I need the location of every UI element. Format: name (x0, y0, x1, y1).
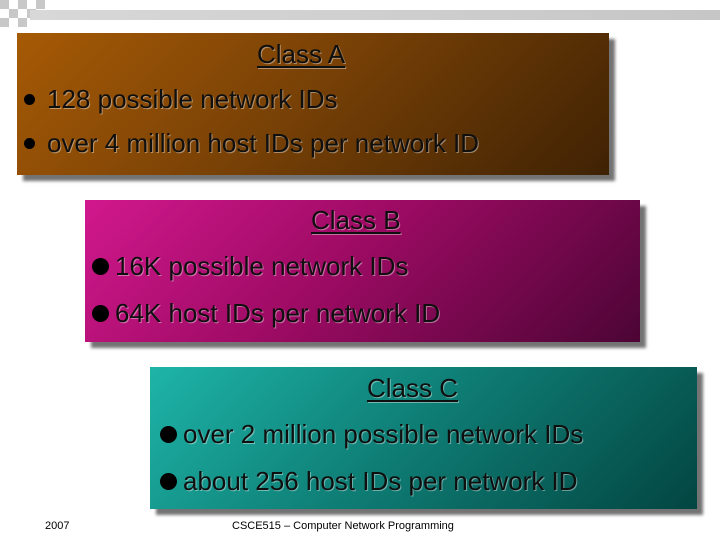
class-b-bullet-2: 64K host IDs per network ID (92, 298, 440, 329)
bullet-icon (92, 305, 109, 322)
bullet-icon (160, 426, 177, 443)
bullet-icon (24, 138, 35, 149)
bullet-text: about 256 host IDs per network ID (183, 466, 578, 496)
bullet-icon (24, 94, 35, 105)
class-c-title: Class C (367, 373, 459, 403)
class-a-bullet-2: over 4 million host IDs per network ID (24, 128, 479, 159)
bullet-text: over 4 million host IDs per network ID (47, 128, 480, 158)
bullet-text: 16K possible network IDs (115, 251, 409, 281)
bullet-icon (160, 473, 177, 490)
bullet-text: 128 possible network IDs (47, 84, 338, 114)
bullet-icon (92, 258, 109, 275)
class-a-title: Class A (257, 39, 346, 69)
class-a-bullet-1: 128 possible network IDs (24, 84, 337, 115)
bullet-text: over 2 million possible network IDs (183, 419, 584, 449)
class-c-bullet-1: over 2 million possible network IDs (160, 419, 583, 450)
class-a-box (17, 33, 609, 175)
header-bar (30, 10, 720, 20)
footer-course: CSCE515 – Computer Network Programming (232, 520, 454, 532)
class-b-box (85, 200, 640, 342)
footer-year: 2007 (45, 520, 70, 532)
class-b-title: Class B (311, 205, 401, 235)
class-c-box (150, 367, 697, 509)
bullet-text: 64K host IDs per network ID (115, 298, 441, 328)
class-b-bullet-1: 16K possible network IDs (92, 251, 408, 282)
class-c-bullet-2: about 256 host IDs per network ID (160, 466, 578, 497)
